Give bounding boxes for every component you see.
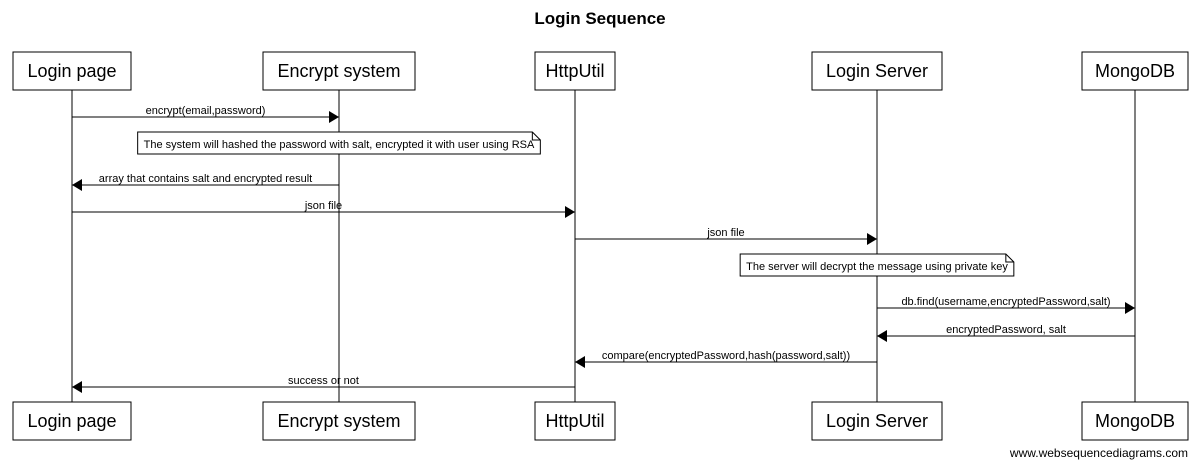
participant-bottom-httputil: HttpUtil [534,401,616,441]
message-login-server-to-httputil: compare(encryptedPassword,hash(password,… [575,350,877,368]
participant-box [262,401,416,441]
message-label: encryptedPassword, salt [946,324,1066,336]
message-httputil-to-login-server: json file [575,227,877,245]
participant-top-login-page: Login page [12,51,132,91]
participant-box [811,401,943,441]
participant-top-mongodb: MongoDB [1081,51,1189,91]
participant-label: Login Server [826,411,928,431]
note-fold [1005,254,1014,263]
note-text: The system will hashed the password with… [144,139,535,151]
message-httputil-to-login-page: success or not [72,375,575,393]
message-label: array that contains salt and encrypted r… [99,173,312,185]
watermark-text: www.websequencediagrams.com [1009,446,1188,460]
participant-bottom-encrypt-system: Encrypt system [262,401,416,441]
note-encrypt-system: The system will hashed the password with… [137,131,541,155]
participant-label: Encrypt system [277,61,400,81]
participant-top-httputil: HttpUtil [534,51,616,91]
message-label: json file [706,227,744,239]
participant-top-encrypt-system: Encrypt system [262,51,416,91]
note-text: The server will decrypt the message usin… [746,261,1008,273]
participant-label: MongoDB [1095,61,1175,81]
note-login-server: The server will decrypt the message usin… [739,253,1015,277]
participant-label: MongoDB [1095,411,1175,431]
participant-label: Login Server [826,61,928,81]
participant-bottom-login-server: Login Server [811,401,943,441]
participant-box [534,401,616,441]
participant-label: HttpUtil [545,411,604,431]
participant-bottom-mongodb: MongoDB [1081,401,1189,441]
message-login-page-to-encrypt-system: encrypt(email,password) [72,105,339,123]
participant-label: HttpUtil [545,61,604,81]
diagram-title: Login Sequence [534,9,666,28]
participant-box [262,51,416,91]
message-label: db.find(username,encryptedPassword,salt) [901,296,1110,308]
participant-label: Encrypt system [277,411,400,431]
message-login-server-to-mongodb: db.find(username,encryptedPassword,salt) [877,296,1135,314]
participant-top-login-server: Login Server [811,51,943,91]
message-label: encrypt(email,password) [146,105,266,117]
message-label: compare(encryptedPassword,hash(password,… [602,350,850,362]
participant-box [1081,51,1189,91]
message-mongodb-to-login-server: encryptedPassword, salt [877,324,1135,342]
message-login-page-to-httputil: json file [72,200,575,218]
participant-box [1081,401,1189,441]
participant-bottom-login-page: Login page [12,401,132,441]
participant-label: Login page [27,61,116,81]
participant-box [811,51,943,91]
note-box [137,131,541,155]
note-fold [531,132,541,141]
message-label: json file [304,200,342,212]
participant-box [12,401,132,441]
message-encrypt-system-to-login-page: array that contains salt and encrypted r… [72,173,339,191]
participant-box [534,51,616,91]
participant-label: Login page [27,411,116,431]
participant-box [12,51,132,91]
message-label: success or not [288,375,359,387]
note-box [739,253,1015,277]
